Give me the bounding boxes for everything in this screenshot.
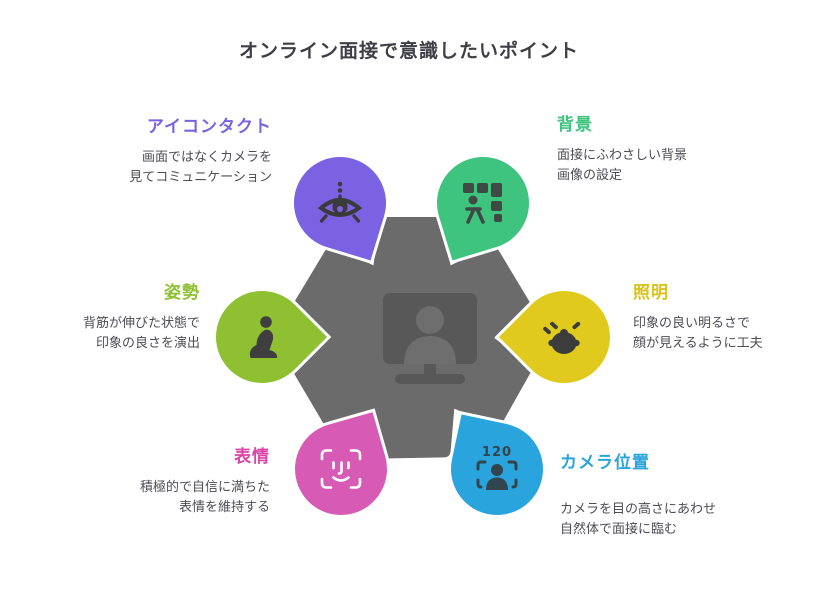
lit-face-icon (543, 321, 581, 354)
section-body-line2: 見てコミュニケーション (129, 170, 272, 185)
kneeling-person-icon (249, 316, 277, 358)
teardrop-eye-contact (278, 141, 402, 265)
section-heading: 背景 (557, 115, 593, 135)
camera-height-label: 120 (481, 445, 513, 460)
teardrop-expression (280, 408, 402, 530)
section-heading: 照明 (633, 283, 669, 303)
section-expression: 表情 積極的で自信に満ちた 表情を維持する (80, 446, 270, 518)
section-heading: カメラ位置 (560, 453, 650, 473)
section-body-line1: 画面ではなくカメラを (141, 150, 272, 165)
section-body-line2: 印象の良さを演出 (95, 336, 200, 351)
section-body-line1: 背筋が伸びた状態で (82, 316, 200, 331)
eye-icon (317, 181, 363, 223)
teardrop-lighting (494, 267, 634, 407)
face-id-icon (320, 449, 362, 489)
section-body-line2: 自然体で面接に臨む (560, 522, 678, 537)
section-body-line1: カメラを目の高さにあわせ (560, 502, 717, 517)
section-body-line2: 画像の設定 (557, 168, 623, 183)
section-body-line1: 印象の良い明るさで (633, 316, 751, 331)
section-heading: 姿勢 (164, 283, 200, 303)
section-body-line1: 積極的で自信に満ちた (139, 480, 270, 495)
section-background: 背景 面接にふわさしい背景 画像の設定 (557, 114, 777, 186)
teardrop-camera-position: 120 (438, 410, 556, 528)
section-body-line2: 顔が見えるように工夫 (633, 336, 763, 351)
teardrop-background (421, 141, 545, 265)
section-camera-position: カメラ位置 カメラを目の高さにあわせ 自然体で面接に臨む (560, 452, 800, 540)
section-body-line1: 面接にふわさしい背景 (557, 148, 688, 163)
section-heading: 表情 (234, 447, 270, 467)
camera-framing-icon (476, 460, 518, 490)
section-lighting: 照明 印象の良い明るさで 顔が見えるように工夫 (633, 282, 808, 354)
section-posture: 姿勢 背筋が伸びた状態で 印象の良さを演出 (20, 282, 200, 354)
section-eye-contact: アイコンタクト 画面ではなくカメラを 見てコミュニケーション (60, 116, 272, 188)
section-heading: アイコンタクト (146, 117, 272, 137)
background-wall-icon (463, 183, 502, 224)
teardrop-posture (192, 267, 332, 407)
page-title: オンライン面接で意識したいポイント (238, 40, 579, 62)
section-body-line2: 表情を維持する (178, 500, 270, 515)
monitor-person-icon (383, 293, 477, 384)
